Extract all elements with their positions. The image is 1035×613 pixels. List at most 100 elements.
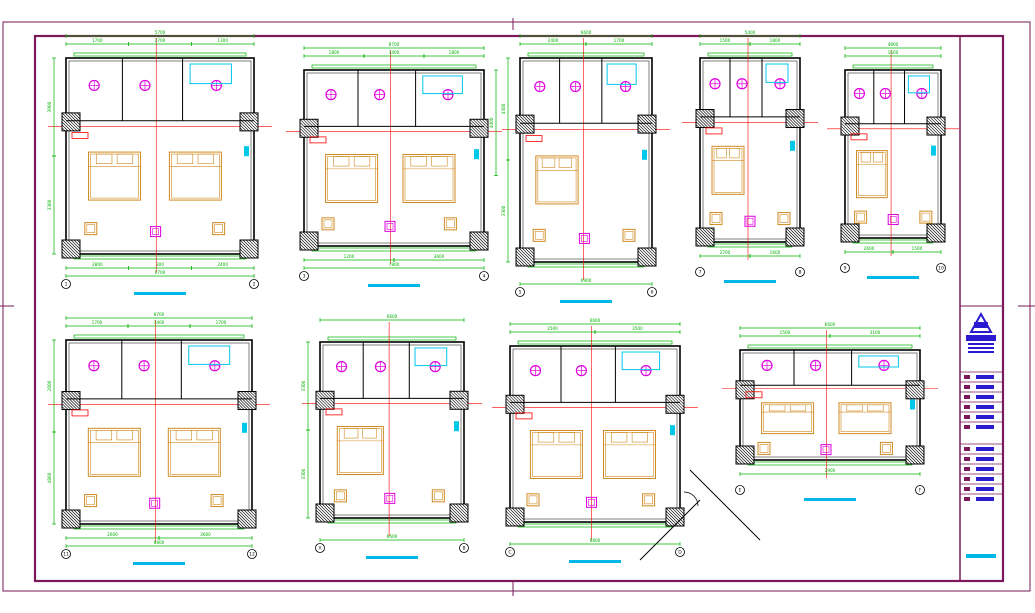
dimension-label: 3400 xyxy=(389,50,400,55)
lamp-icon xyxy=(575,365,588,377)
armchair-icon xyxy=(532,228,546,242)
dimension-line: 4800 xyxy=(844,42,942,50)
room-tag xyxy=(525,135,543,142)
dimension-line: 1600 xyxy=(844,50,942,58)
window-band xyxy=(517,523,673,528)
column-hatch xyxy=(515,114,535,134)
dimension-label: 1500 xyxy=(780,330,791,335)
dimension-line: 2600 xyxy=(844,246,894,254)
cyan-fixture xyxy=(454,421,459,432)
company-logo xyxy=(966,311,996,353)
dimension-line: 6600 xyxy=(319,314,465,322)
dimension-line: 2600 xyxy=(65,532,160,540)
bathtub-icon xyxy=(414,347,448,367)
column-hatch xyxy=(239,239,259,259)
grid-bubble: 4 xyxy=(479,271,489,281)
dimension-line: 1800 xyxy=(423,50,485,58)
grid-bubble-label: 9 xyxy=(844,266,847,272)
cyan-fixture xyxy=(642,149,647,160)
grid-bubble-label: 11 xyxy=(63,552,69,558)
grid-bubble: F xyxy=(915,485,925,495)
column-hatch xyxy=(237,509,257,529)
lamp-icon xyxy=(529,365,542,377)
bathtub-icon xyxy=(621,351,661,371)
column-hatch xyxy=(695,109,715,129)
grid-bubble-label: E xyxy=(739,488,742,494)
dimension-line: 6900 xyxy=(519,278,653,286)
dimension-label: 1600 xyxy=(770,250,781,255)
dimension-label: 4800 xyxy=(47,472,52,483)
column-hatch xyxy=(299,118,319,138)
lamp-icon xyxy=(534,80,546,93)
interior-wall-line xyxy=(847,72,939,236)
toilet-icon xyxy=(916,87,928,100)
dimension-label: 300 xyxy=(156,262,164,267)
title-row-tag xyxy=(964,457,970,461)
plan-title-bar xyxy=(867,276,919,279)
window-band xyxy=(852,64,934,69)
armchair-icon xyxy=(431,489,445,503)
bed-icon xyxy=(325,153,379,203)
column-hatch xyxy=(926,116,946,136)
armchair-icon xyxy=(333,489,347,503)
dimension-label: 4300 xyxy=(501,103,506,114)
desk-icon xyxy=(384,220,396,232)
interior-wall-line xyxy=(522,60,650,260)
dimension-line: 1700 xyxy=(65,320,129,328)
toilet-icon xyxy=(210,79,222,92)
dimension-label: 3300 xyxy=(301,380,306,391)
bed-icon xyxy=(167,427,221,477)
dimension-line: 2800 xyxy=(65,262,130,270)
dimension-label: 1700 xyxy=(92,38,103,43)
title-row-tag xyxy=(964,487,970,491)
armchair-icon xyxy=(210,494,224,508)
column-hatch xyxy=(515,247,535,267)
dimension-label: 2700 xyxy=(720,250,731,255)
bathtub-icon xyxy=(188,345,231,365)
armchair-icon xyxy=(526,493,540,507)
dimension-label: 2600 xyxy=(107,532,118,537)
column-hatch xyxy=(61,509,81,529)
title-row-tag xyxy=(964,497,970,501)
armchair-icon xyxy=(642,493,656,507)
column-hatch xyxy=(469,118,489,138)
window-band xyxy=(311,247,477,252)
desk-icon xyxy=(586,496,597,508)
dimension-line: 3600 xyxy=(393,254,485,262)
dimension-label: 2900 xyxy=(825,468,836,473)
dimension-line: 8800 xyxy=(65,540,253,548)
dimension-label: 1700 xyxy=(614,38,625,43)
toilet-icon xyxy=(619,80,632,93)
column-hatch xyxy=(785,109,805,129)
title-row-tag xyxy=(964,375,970,379)
dimension-label: 1800 xyxy=(449,50,460,55)
cyan-fixture xyxy=(670,425,675,436)
interior-wall-line xyxy=(512,348,678,520)
column-hatch xyxy=(785,227,805,247)
dimension-line: 3400 xyxy=(127,320,191,328)
dimension-line: 1500 xyxy=(739,330,831,338)
title-highlight xyxy=(966,554,996,558)
toilet-icon xyxy=(442,89,454,101)
dimension-label: 8800 xyxy=(590,538,601,543)
grid-bubble-label: D xyxy=(678,550,682,556)
room-tag xyxy=(309,136,327,144)
window-band xyxy=(73,334,245,339)
window-band xyxy=(311,64,477,69)
dimension-line: 2900 xyxy=(739,468,921,476)
dimension-line: 1700 xyxy=(189,320,253,328)
grid-bubble-label: C xyxy=(508,550,511,556)
bed-icon xyxy=(168,151,222,201)
dimension-line: 6600 xyxy=(509,318,681,326)
window-band xyxy=(852,239,934,244)
room-tag xyxy=(850,133,868,141)
dimension-line: 5700 xyxy=(65,30,255,38)
window-band xyxy=(327,519,457,524)
bed-icon xyxy=(535,155,579,205)
title-row-tag xyxy=(964,477,970,481)
title-block-rows xyxy=(960,371,1003,501)
column-hatch xyxy=(905,380,925,400)
room-tag xyxy=(71,132,89,139)
dimension-label: 1600 xyxy=(888,50,899,55)
column-hatch xyxy=(695,227,715,247)
